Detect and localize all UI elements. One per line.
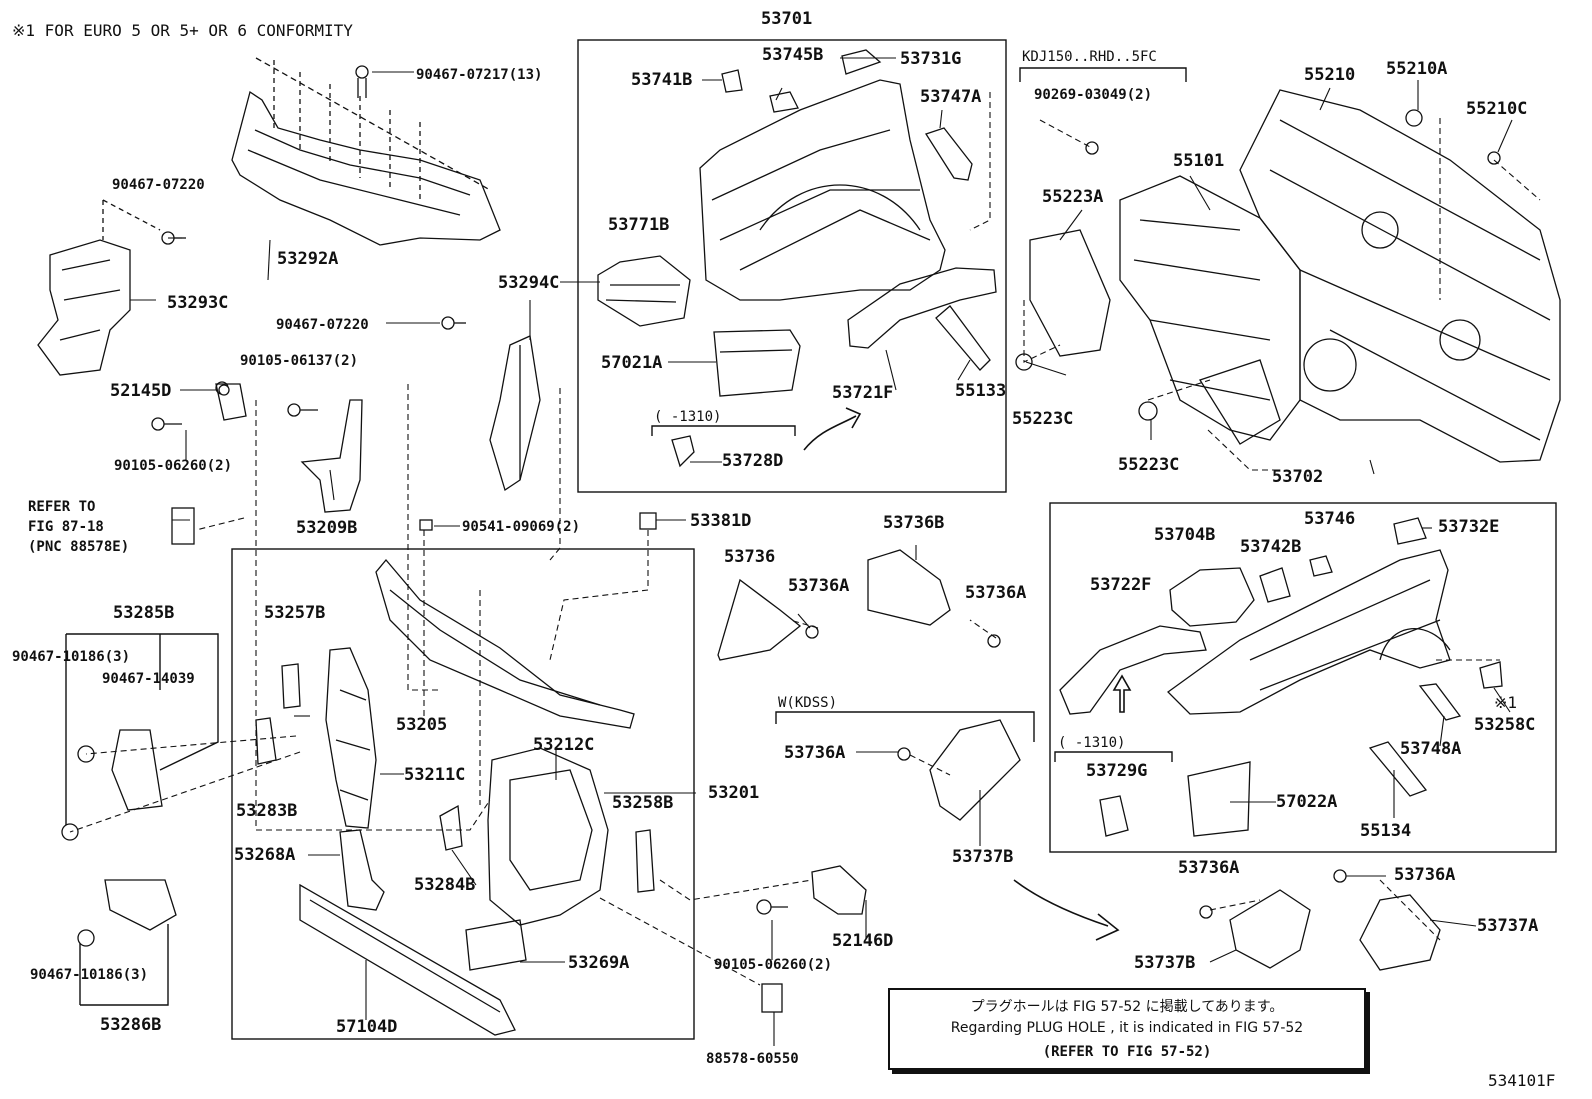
part-label: 52145D (110, 381, 172, 401)
part-label: 53283B (236, 801, 298, 821)
part-label: 53747A (920, 87, 982, 107)
part-label: 90467-14039 (102, 671, 195, 687)
part-label: 53205 (396, 715, 448, 735)
part-label: 53732E (1438, 517, 1500, 537)
part-label: 53746 (1304, 509, 1356, 529)
part-label: 53704B (1154, 525, 1216, 545)
part-label: 55210 (1304, 65, 1356, 85)
part-label: 53748A (1400, 739, 1462, 759)
part-label: 53269A (568, 953, 630, 973)
part-label: 90467-07220 (112, 177, 205, 193)
apron-assembly-53701 (597, 49, 997, 468)
date-range-right: ( -1310) (1058, 735, 1126, 751)
plug-note-jp: プラグホールは FIG 57-52 に掲載してあります。 (970, 999, 1284, 1015)
part-label: 53741B (631, 70, 693, 90)
part-label: 53286B (100, 1015, 162, 1035)
part-label: 88578-60550 (706, 1051, 799, 1067)
part-label: 57104D (336, 1017, 398, 1037)
part-label: 53702 (1272, 467, 1324, 487)
part-label: 53268A (234, 845, 296, 865)
part-label: 53211C (404, 765, 466, 785)
part-label: 90467-10186(3) (12, 649, 131, 665)
part-label: 55223C (1118, 455, 1180, 475)
note-marker: ※1 (1494, 693, 1518, 712)
bracket-date-left (651, 425, 796, 436)
part-label: 53721F (832, 383, 894, 403)
date-range-left: ( -1310) (654, 409, 722, 425)
part-label: 53731G (900, 49, 962, 69)
box-53701 (577, 39, 1007, 493)
part-label: 53737B (952, 847, 1014, 867)
radiator-support-assembly (255, 558, 867, 1036)
part-label: 53737A (1477, 916, 1539, 936)
part-label: 53728D (722, 451, 784, 471)
part-label: 55223C (1012, 409, 1074, 429)
group-label-kdj150: KDJ150..RHD..5FC (1022, 49, 1157, 65)
part-label: 55101 (1173, 151, 1225, 171)
part-label: 53745B (762, 45, 824, 65)
part-label: 90269-03049(2) (1034, 87, 1153, 103)
apron-assembly-53702 (1059, 517, 1503, 837)
part-label: 53736A (965, 583, 1027, 603)
part-label: 53742B (1240, 537, 1302, 557)
part-label: 53209B (296, 518, 358, 538)
part-label: 55223A (1042, 187, 1104, 207)
part-label: 53381D (690, 511, 752, 531)
part-label: 90467-07217(13) (416, 67, 543, 83)
part-label: 53736 (724, 547, 776, 567)
part-label: 53729G (1086, 761, 1148, 781)
part-label: 55210A (1386, 59, 1448, 79)
part-label: 90467-10186(3) (30, 967, 149, 983)
part-label: 53771B (608, 215, 670, 235)
refer-line-3: (PNC 88578E) (28, 539, 130, 555)
part-label: 55133 (955, 381, 1007, 401)
part-label: 53258B (612, 793, 674, 813)
refer-line-1: REFER TO (28, 499, 96, 515)
part-label: 57021A (601, 353, 663, 373)
cowl-panel-53292A (231, 57, 501, 246)
plug-hole-note: プラグホールは FIG 57-52 に掲載してあります。 Regarding P… (888, 988, 1366, 1070)
part-label: 53294C (498, 273, 560, 293)
part-label: 52146D (832, 931, 894, 951)
part-label: 53285B (113, 603, 175, 623)
part-label: 90105-06260(2) (114, 458, 233, 474)
part-label: 53284B (414, 875, 476, 895)
part-label: 53258C (1474, 715, 1536, 735)
part-label: 55210C (1466, 99, 1528, 119)
box-53702 (1049, 502, 1557, 853)
plug-note-en: Regarding PLUG HOLE , it is indicated in… (950, 1020, 1304, 1036)
refer-line-2: FIG 87-18 (28, 519, 104, 535)
conformity-note: ※1 FOR EURO 5 OR 5+ OR 6 CONFORMITY (12, 21, 353, 40)
bracket-53293C (37, 199, 161, 376)
box-53201 (231, 548, 695, 1040)
part-label: 53736A (1394, 865, 1456, 885)
part-label: 53292A (277, 249, 339, 269)
part-label: 53736A (1178, 858, 1240, 878)
bracket-kdj150 (1019, 67, 1187, 82)
part-label: 53736A (788, 576, 850, 596)
plug-note-ref: (REFER TO FIG 57-52) (1042, 1044, 1212, 1060)
part-label: 55134 (1360, 821, 1412, 841)
part-label: 53701 (761, 9, 813, 29)
part-label: 57022A (1276, 792, 1338, 812)
bracket-kdss (775, 711, 1035, 742)
bracket-date-right (1054, 751, 1173, 762)
group-label-kdss: W(KDSS) (778, 695, 838, 711)
dash-panel-55101 (1029, 89, 1561, 463)
part-label: 53212C (533, 735, 595, 755)
part-label: 90105-06260(2) (714, 957, 833, 973)
part-label: 53722F (1090, 575, 1152, 595)
part-label: 53736A (784, 743, 846, 763)
part-label: 90105-06137(2) (240, 353, 359, 369)
part-label: 53257B (264, 603, 326, 623)
part-label: 53293C (167, 293, 229, 313)
part-label: 53736B (883, 513, 945, 533)
part-label: 53201 (708, 783, 760, 803)
diagram-id: 534101F (1488, 1071, 1556, 1090)
part-label: 53737B (1134, 953, 1196, 973)
part-label: 90467-07220 (276, 317, 369, 333)
part-label: 90541-09069(2) (462, 519, 581, 535)
